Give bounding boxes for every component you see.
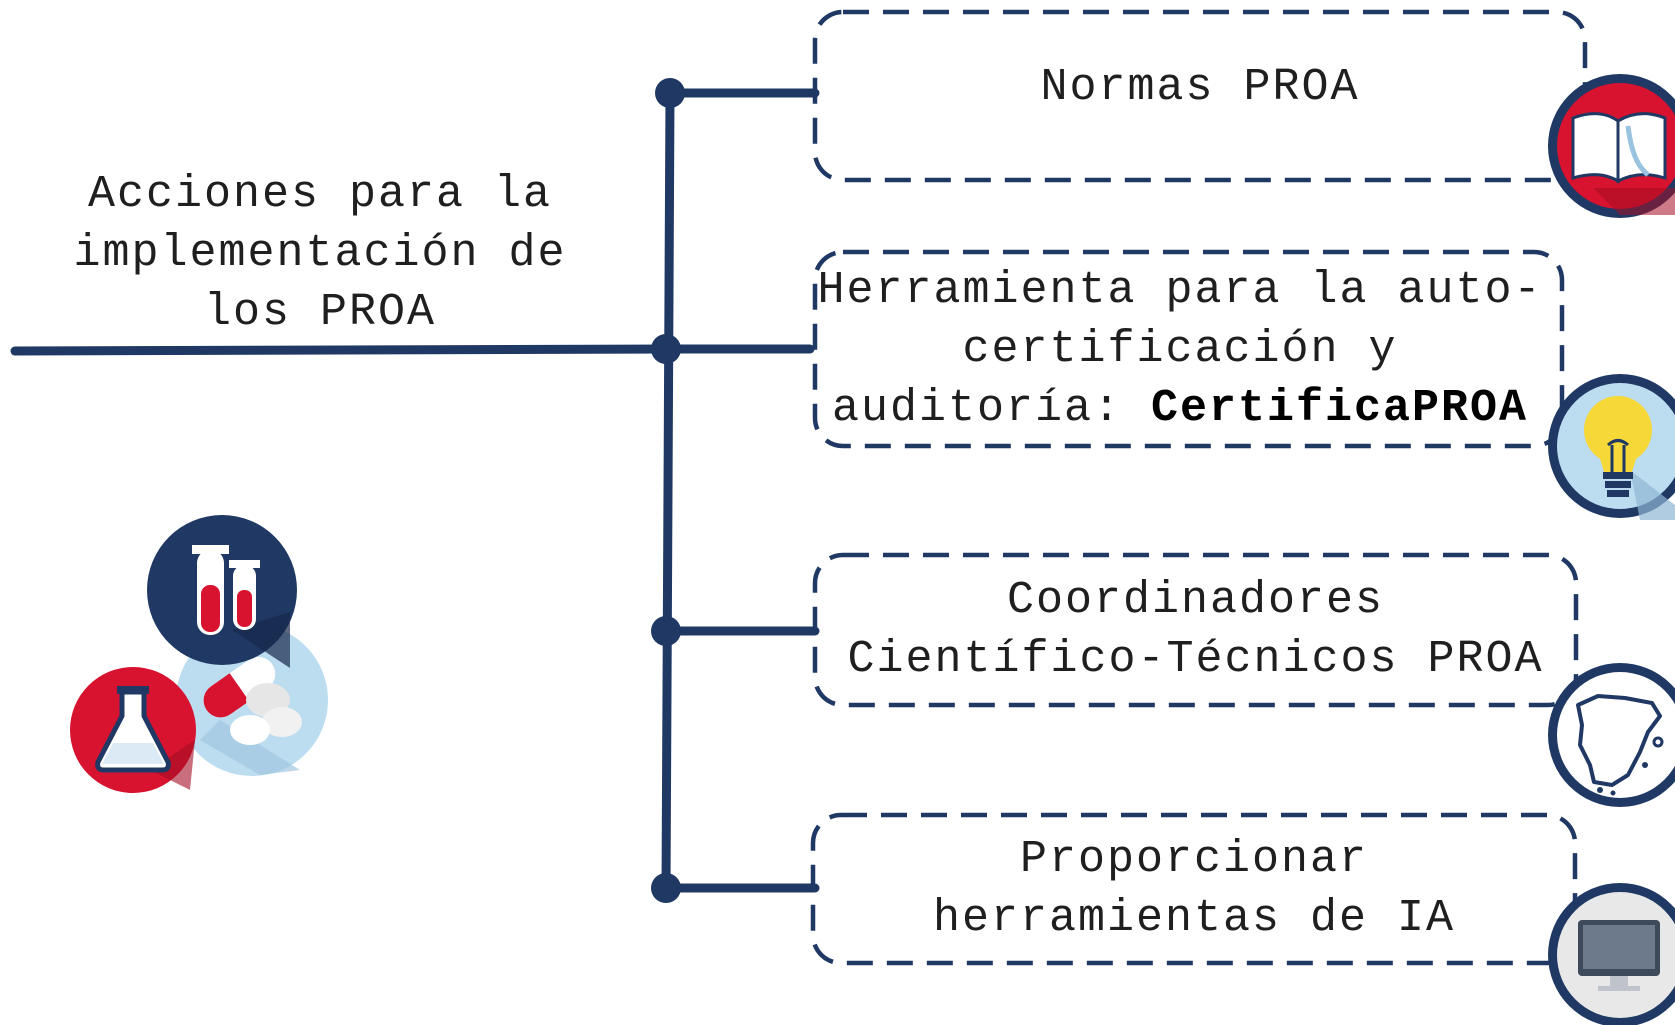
test-tubes-icon [147,515,297,668]
main-horizontal-line [10,344,670,356]
box-herramienta-bold-label: CertificaPROA [1151,382,1529,434]
illustration-group [70,515,328,793]
lightbulb-icon [1548,374,1675,520]
node-4 [651,873,681,903]
node-1 [655,78,685,108]
main-title: Acciones para la implementación de los P… [73,169,567,338]
node-3 [651,616,681,646]
connector-lines [10,88,820,893]
node-2 [651,334,681,364]
box-normas-label: Normas PROA [1040,61,1360,113]
box-ia: Proporcionar herramientas de IA [813,815,1575,963]
box-coordinadores: Coordinadores Científico-Técnicos PROA [815,555,1576,705]
box-frame-2 [812,249,1565,449]
box-normas: Normas PROA [815,12,1585,180]
box-herramienta: Herramienta para la auto- certificación … [800,252,1560,446]
box-herramienta-label: Herramienta para la auto- certificación … [817,264,1543,434]
flask-icon [70,667,196,793]
box-herramienta-text: Herramienta para la auto- certificación … [817,261,1542,438]
spain-map-icon [1548,663,1675,807]
box-ia-label: Proporcionar herramientas de IA [932,834,1456,944]
box-frame-3 [812,552,1579,708]
computer-monitor-icon [1548,883,1675,1025]
box-coordinadores-label: Coordinadores Científico-Técnicos PROA [847,575,1544,685]
open-book-icon [1548,74,1675,218]
connector-nodes [651,78,685,903]
trunk-vertical-line [661,88,675,893]
box-frame-4 [810,812,1578,966]
